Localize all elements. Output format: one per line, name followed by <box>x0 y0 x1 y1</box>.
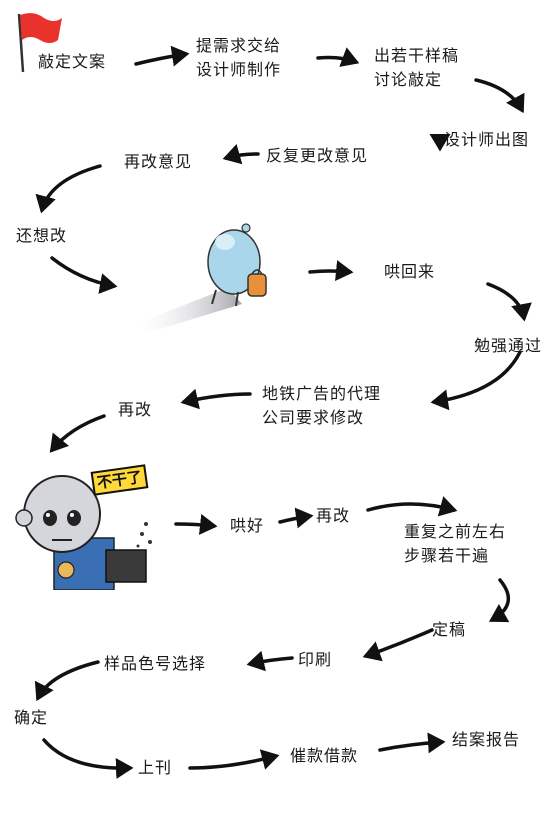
arrow-17 <box>362 628 434 662</box>
arrow-19 <box>34 660 100 702</box>
arrow-5 <box>222 144 260 165</box>
step-label-line: 出若干样稿 <box>374 46 460 65</box>
step-label-line: 重复之前左右 <box>404 522 507 541</box>
step-label-line: 哄好 <box>230 516 265 535</box>
arrow-16 <box>488 578 510 623</box>
arrow-8 <box>308 260 354 282</box>
step-label-line: 再改 <box>316 506 351 525</box>
arrow-21 <box>188 749 280 770</box>
arrow-6 <box>35 164 102 214</box>
step-label-line: 反复更改意见 <box>266 146 369 165</box>
step-label-line: 印刷 <box>298 650 333 669</box>
step-repeated-changes: 反复更改意见 <box>266 144 368 168</box>
step-change-again: 再改意见 <box>124 150 192 174</box>
step-label-line: 定稿 <box>432 620 467 639</box>
step-label-line: 提需求交给 <box>196 36 282 55</box>
step-designer-output: 设计师出图 <box>444 128 529 152</box>
step-final-report: 结案报告 <box>452 728 520 752</box>
step-label-line: 结案报告 <box>452 730 521 749</box>
arrow-2 <box>316 47 360 67</box>
arrow-14 <box>278 507 314 529</box>
arrow-3 <box>474 78 525 114</box>
step-printing: 印刷 <box>298 648 332 672</box>
step-label-line: 勉强通过 <box>474 336 543 355</box>
arrow-18 <box>246 650 294 672</box>
step-label-line: 上刊 <box>138 758 173 777</box>
character-leaving-illustration <box>130 223 267 332</box>
step-label-line: 讨论敲定 <box>374 70 443 89</box>
arrow-15 <box>366 496 458 517</box>
arrow-10 <box>430 350 522 411</box>
step-label-line: 敲定文案 <box>38 52 107 71</box>
step-brief-designer: 提需求交给设计师制作 <box>196 34 281 82</box>
step-publish: 上刊 <box>138 756 172 780</box>
step-label-line: 哄回来 <box>384 262 436 281</box>
arrow-11 <box>180 388 252 410</box>
step-revise: 再改 <box>118 398 152 422</box>
step-confirm: 确定 <box>14 706 48 730</box>
step-coax-ok: 哄好 <box>230 514 264 538</box>
step-label-line: 还想改 <box>16 226 68 245</box>
step-agency-request: 地铁广告的代理公司要求修改 <box>262 382 381 430</box>
arrow-7 <box>50 256 118 294</box>
step-label-line: 公司要求修改 <box>262 408 365 427</box>
arrow-20 <box>42 738 134 779</box>
step-label-line: 设计师出图 <box>444 130 530 149</box>
step-revise-again: 再改 <box>316 504 350 528</box>
arrow-22 <box>378 732 446 754</box>
step-label-line: 再改 <box>118 400 153 419</box>
arrow-1 <box>134 45 190 67</box>
step-label-line: 样品色号选择 <box>104 654 207 673</box>
step-final-draft: 定稿 <box>432 618 466 642</box>
step-finalize-copy: 敲定文案 <box>38 50 106 74</box>
arrow-13 <box>174 514 218 535</box>
arrow-12 <box>49 414 106 453</box>
step-draft-samples: 出若干样稿讨论敲定 <box>374 44 459 92</box>
step-repeat-steps: 重复之前左右步骤若干遍 <box>404 520 506 568</box>
step-reluctant-pass: 勉强通过 <box>474 334 542 358</box>
step-sample-color: 样品色号选择 <box>104 652 206 676</box>
red-flag-icon <box>17 13 62 73</box>
step-label-line: 地铁广告的代理 <box>262 384 382 403</box>
arrow-9 <box>486 282 532 322</box>
step-label-line: 设计师制作 <box>196 60 282 79</box>
step-want-changes: 还想改 <box>16 224 67 248</box>
step-label-line: 再改意见 <box>124 152 193 171</box>
step-coax-back: 哄回来 <box>384 260 435 284</box>
step-label-line: 催款借款 <box>290 746 359 765</box>
step-label-line: 确定 <box>14 708 49 727</box>
grumpy-character-illustration <box>15 475 152 590</box>
step-label-line: 步骤若干遍 <box>404 546 490 565</box>
step-payment: 催款借款 <box>290 744 358 768</box>
